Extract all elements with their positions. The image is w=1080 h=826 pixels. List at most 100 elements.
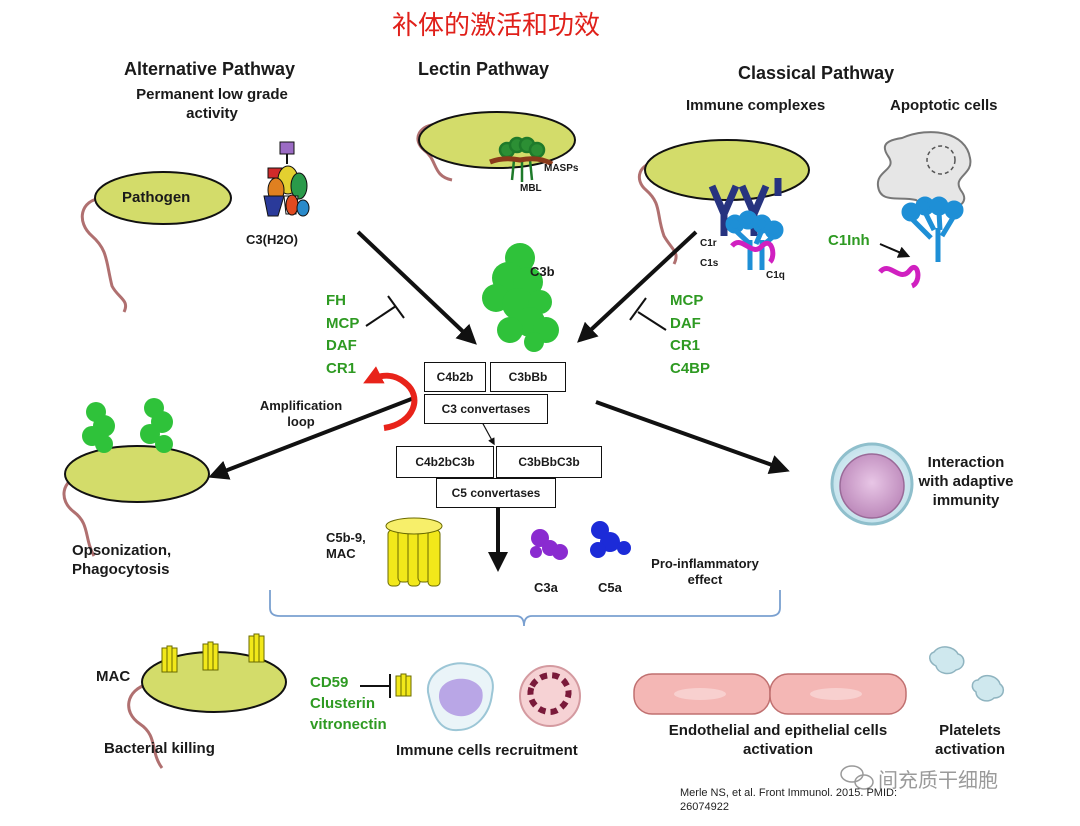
c3bbb-box: C3bBb — [490, 362, 566, 392]
platelets-line1: Platelets — [939, 722, 1001, 739]
arrow-classical-to-core — [577, 230, 698, 343]
c5a-label: C5a — [598, 580, 622, 595]
amplification-line1: Amplification — [259, 398, 343, 413]
c5a-molecule — [590, 521, 631, 558]
c4b2b-box: C4b2b — [424, 362, 486, 392]
immune-recruitment-label: Immune cells recruitment — [396, 742, 578, 759]
arrow-alternative-to-core — [356, 230, 477, 345]
mbl-masp-complex — [489, 136, 554, 182]
opsonization-label: Opsonization, Phagocytosis — [72, 542, 171, 580]
c3b-opsonin-1 — [82, 402, 115, 453]
c3-h2o-protein — [263, 141, 310, 217]
c3a-molecule — [530, 529, 568, 560]
pathogen-label: Pathogen — [122, 189, 191, 206]
amplification-line2: loop — [287, 414, 315, 430]
c3-h2o-label: C3(H2O) — [246, 232, 299, 247]
c3a-label: C3a — [534, 580, 558, 595]
watermark-text: 间充质干细胞 — [878, 768, 998, 792]
alternative-pathway-title: Alternative Pathway — [124, 59, 296, 79]
mac-line1: C5b-9, — [326, 530, 366, 545]
arrow-to-opsonization — [208, 396, 415, 480]
endothelial-cells — [633, 673, 907, 715]
platelets — [929, 646, 1005, 702]
vitronectin-label: vitronectin — [310, 716, 387, 733]
amplification-loop-label: Amplification loop — [246, 398, 356, 431]
c3bbbc3b-box: C3bBbC3b — [496, 446, 602, 478]
mac-pore-small-1 — [161, 645, 178, 673]
regulator-left-item: DAF — [326, 337, 357, 354]
citation: Merle NS, et al. Front Immunol. 2015. PM… — [680, 786, 897, 815]
endothelial-label: Endothelial and epithelial cells activat… — [650, 722, 906, 760]
c3b-label: C3b — [530, 264, 555, 279]
c3-convertases-box: C3 convertases — [424, 394, 548, 424]
cd59-label: CD59 — [310, 674, 349, 691]
regulator-right-item: MCP — [670, 292, 704, 309]
regulators-right: MCP DAF CR1 C4BP — [670, 290, 710, 380]
bacterial-killing-label: Bacterial killing — [104, 740, 215, 757]
c3b-opsonin-2 — [140, 398, 173, 453]
c1r-label: C1r — [700, 238, 717, 249]
arrow-c3-to-c5 — [481, 421, 495, 446]
mac-bottom-label: MAC — [96, 668, 131, 685]
endothelial-line2: activation — [742, 740, 814, 758]
c5-convertases-box: C5 convertases — [436, 478, 556, 508]
c1inh-helix — [878, 265, 921, 289]
regulator-left-item: MCP — [326, 314, 360, 332]
adaptive-immunity-label: Interaction with adaptive immunity — [902, 454, 1030, 510]
immune-complexes-label: Immune complexes — [686, 97, 826, 114]
monocyte-cell — [426, 662, 494, 732]
mac-pore-small-3 — [248, 633, 265, 663]
pathogen-classical — [637, 139, 810, 265]
regulator-right-item: DAF — [670, 314, 701, 332]
lymphocyte-cell — [830, 442, 914, 526]
mac-c5b9-label: C5b-9, MAC — [326, 530, 366, 563]
mac-pore-large — [385, 517, 443, 587]
mac-line2: MAC — [326, 546, 356, 562]
mbl-label: MBL — [520, 183, 542, 194]
regulator-right-item: C4BP — [670, 359, 711, 377]
mac-pore-small-2 — [202, 641, 219, 671]
citation-line1: Merle NS, et al. Front Immunol. 2015. PM… — [680, 787, 898, 799]
c1s-label: C1s — [700, 258, 719, 269]
c1q-apoptotic — [901, 196, 964, 262]
endothelial-line1: Endothelial and epithelial cells — [668, 722, 888, 739]
c3b-protein — [482, 243, 559, 352]
c1inh-label: C1Inh — [828, 232, 870, 249]
page-title: 补体的激活和功效 — [392, 11, 601, 41]
alternative-subtitle-line2: activity — [186, 104, 238, 122]
apoptotic-cells-label: Apoptotic cells — [890, 97, 998, 114]
wechat-icon — [840, 765, 874, 790]
proinflammatory-line2: effect — [687, 572, 723, 588]
pathogen-alternative — [80, 171, 232, 313]
adaptive-line3: immunity — [932, 491, 1000, 509]
opsonization-line1: Opsonization, — [72, 542, 172, 559]
proinflammatory-label: Pro-inflammatory effect — [638, 556, 772, 589]
opsonization-line2: Phagocytosis — [72, 560, 170, 578]
regulator-right-item: CR1 — [670, 337, 701, 354]
neutrophil-cell — [519, 665, 581, 727]
c1r-c1s-helix — [730, 240, 776, 264]
inhibition-mark-right — [629, 297, 667, 331]
masps-label: MASPs — [544, 163, 579, 174]
amplification-loop-arrow — [363, 366, 418, 431]
citation-line2: 26074922 — [680, 801, 729, 814]
regulator-left-item: FH — [326, 292, 346, 309]
platelets-line2: activation — [934, 740, 1006, 758]
effector-bracket — [269, 590, 781, 627]
cd59-inhibition-mark — [360, 674, 391, 698]
mac-pore-cd59 — [395, 673, 412, 697]
alternative-subtitle: Permanent low grade activity — [126, 86, 298, 124]
regulators-left: FH MCP DAF CR1 — [326, 290, 359, 380]
regulator-left-item: CR1 — [326, 359, 357, 377]
apoptotic-cell — [876, 131, 972, 211]
c4b2bc3b-box: C4b2bC3b — [396, 446, 494, 478]
pathogen-bacterial-killing — [127, 651, 287, 769]
inhibition-mark-left — [365, 295, 405, 327]
mac-regulators: CD59 Clusterin vitronectin — [310, 672, 387, 735]
lectin-pathway-title: Lectin Pathway — [418, 59, 550, 79]
pathogen-opsonized — [62, 445, 210, 557]
c1q-label: C1q — [766, 270, 785, 281]
arrow-to-adaptive — [595, 400, 790, 475]
clusterin-label: Clusterin — [310, 695, 376, 712]
